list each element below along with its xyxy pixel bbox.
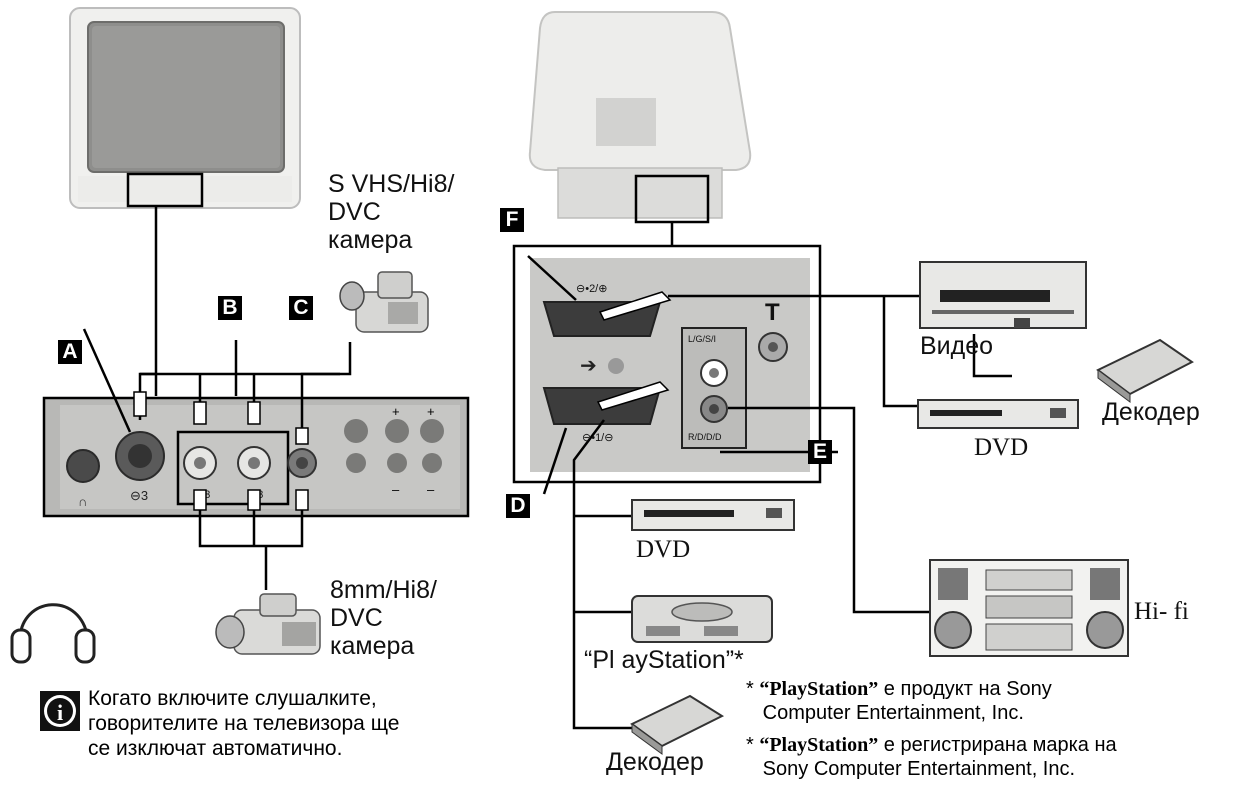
svg-text:i: i: [57, 700, 63, 725]
badge-f: F: [500, 208, 524, 232]
dvd-player-icon: [631, 499, 795, 531]
tv-back-icon: [528, 11, 752, 219]
badge-b: B: [218, 296, 242, 320]
antenna-mark: T: [765, 299, 780, 326]
playstation-icon: [631, 595, 773, 643]
scart2-mark: ⊖•2/⊕: [576, 283, 608, 295]
badge-a: A: [58, 340, 82, 364]
scart1-mark: ⊖•1/⊖: [582, 432, 614, 444]
svg-text:➔: ➔: [580, 353, 597, 377]
8mm-camera-label: 8mm/Hi8/ DVC камера: [330, 576, 437, 660]
dvd-right-label: DVD: [974, 434, 1029, 461]
footnote-1: * “PlayStation” е продукт на Sony Comput…: [746, 678, 1052, 725]
rdd-mark: R/D/D/D: [688, 432, 722, 442]
svhs-camera-label: S VHS/Hi8/ DVC камера: [328, 170, 455, 254]
svg-text:–: –: [427, 482, 435, 497]
dvd-player-icon: [917, 399, 1079, 429]
badge-d: D: [506, 494, 530, 518]
tv-front-icon: [69, 7, 301, 209]
headphones-icon: [10, 603, 96, 664]
badge-e: E: [808, 440, 832, 464]
svg-text:+: +: [427, 404, 435, 419]
vcr-icon: [919, 261, 1087, 329]
lgsi-mark: L/G/S/I: [688, 334, 717, 344]
badge-c: C: [289, 296, 313, 320]
svg-text:⊖3: ⊖3: [130, 488, 148, 503]
decoder-right-label: Декодер: [1102, 398, 1200, 426]
info-icon: i: [40, 691, 80, 731]
camcorder-icon: [339, 271, 429, 333]
svg-text:–: –: [392, 482, 400, 497]
footnote-2: * “PlayStation” е регистрирана марка на …: [746, 734, 1117, 781]
decoder-icon: [1096, 338, 1194, 403]
decoder-icon: [630, 694, 725, 755]
playstation-label: “Pl ayStation”*: [584, 646, 744, 674]
hifi-system-icon: [929, 559, 1129, 657]
decoder-bottom-label: Декодер: [606, 748, 704, 776]
hifi-label: Hi- fi: [1134, 598, 1189, 625]
svg-text:∩: ∩: [78, 494, 87, 509]
video-label: Видео: [920, 332, 994, 360]
info-note: Когато включите слушалките, говорителите…: [88, 687, 400, 761]
svg-text:+: +: [392, 404, 400, 419]
camcorder-icon: [215, 593, 321, 655]
dvd-bottom-label: DVD: [636, 536, 691, 563]
